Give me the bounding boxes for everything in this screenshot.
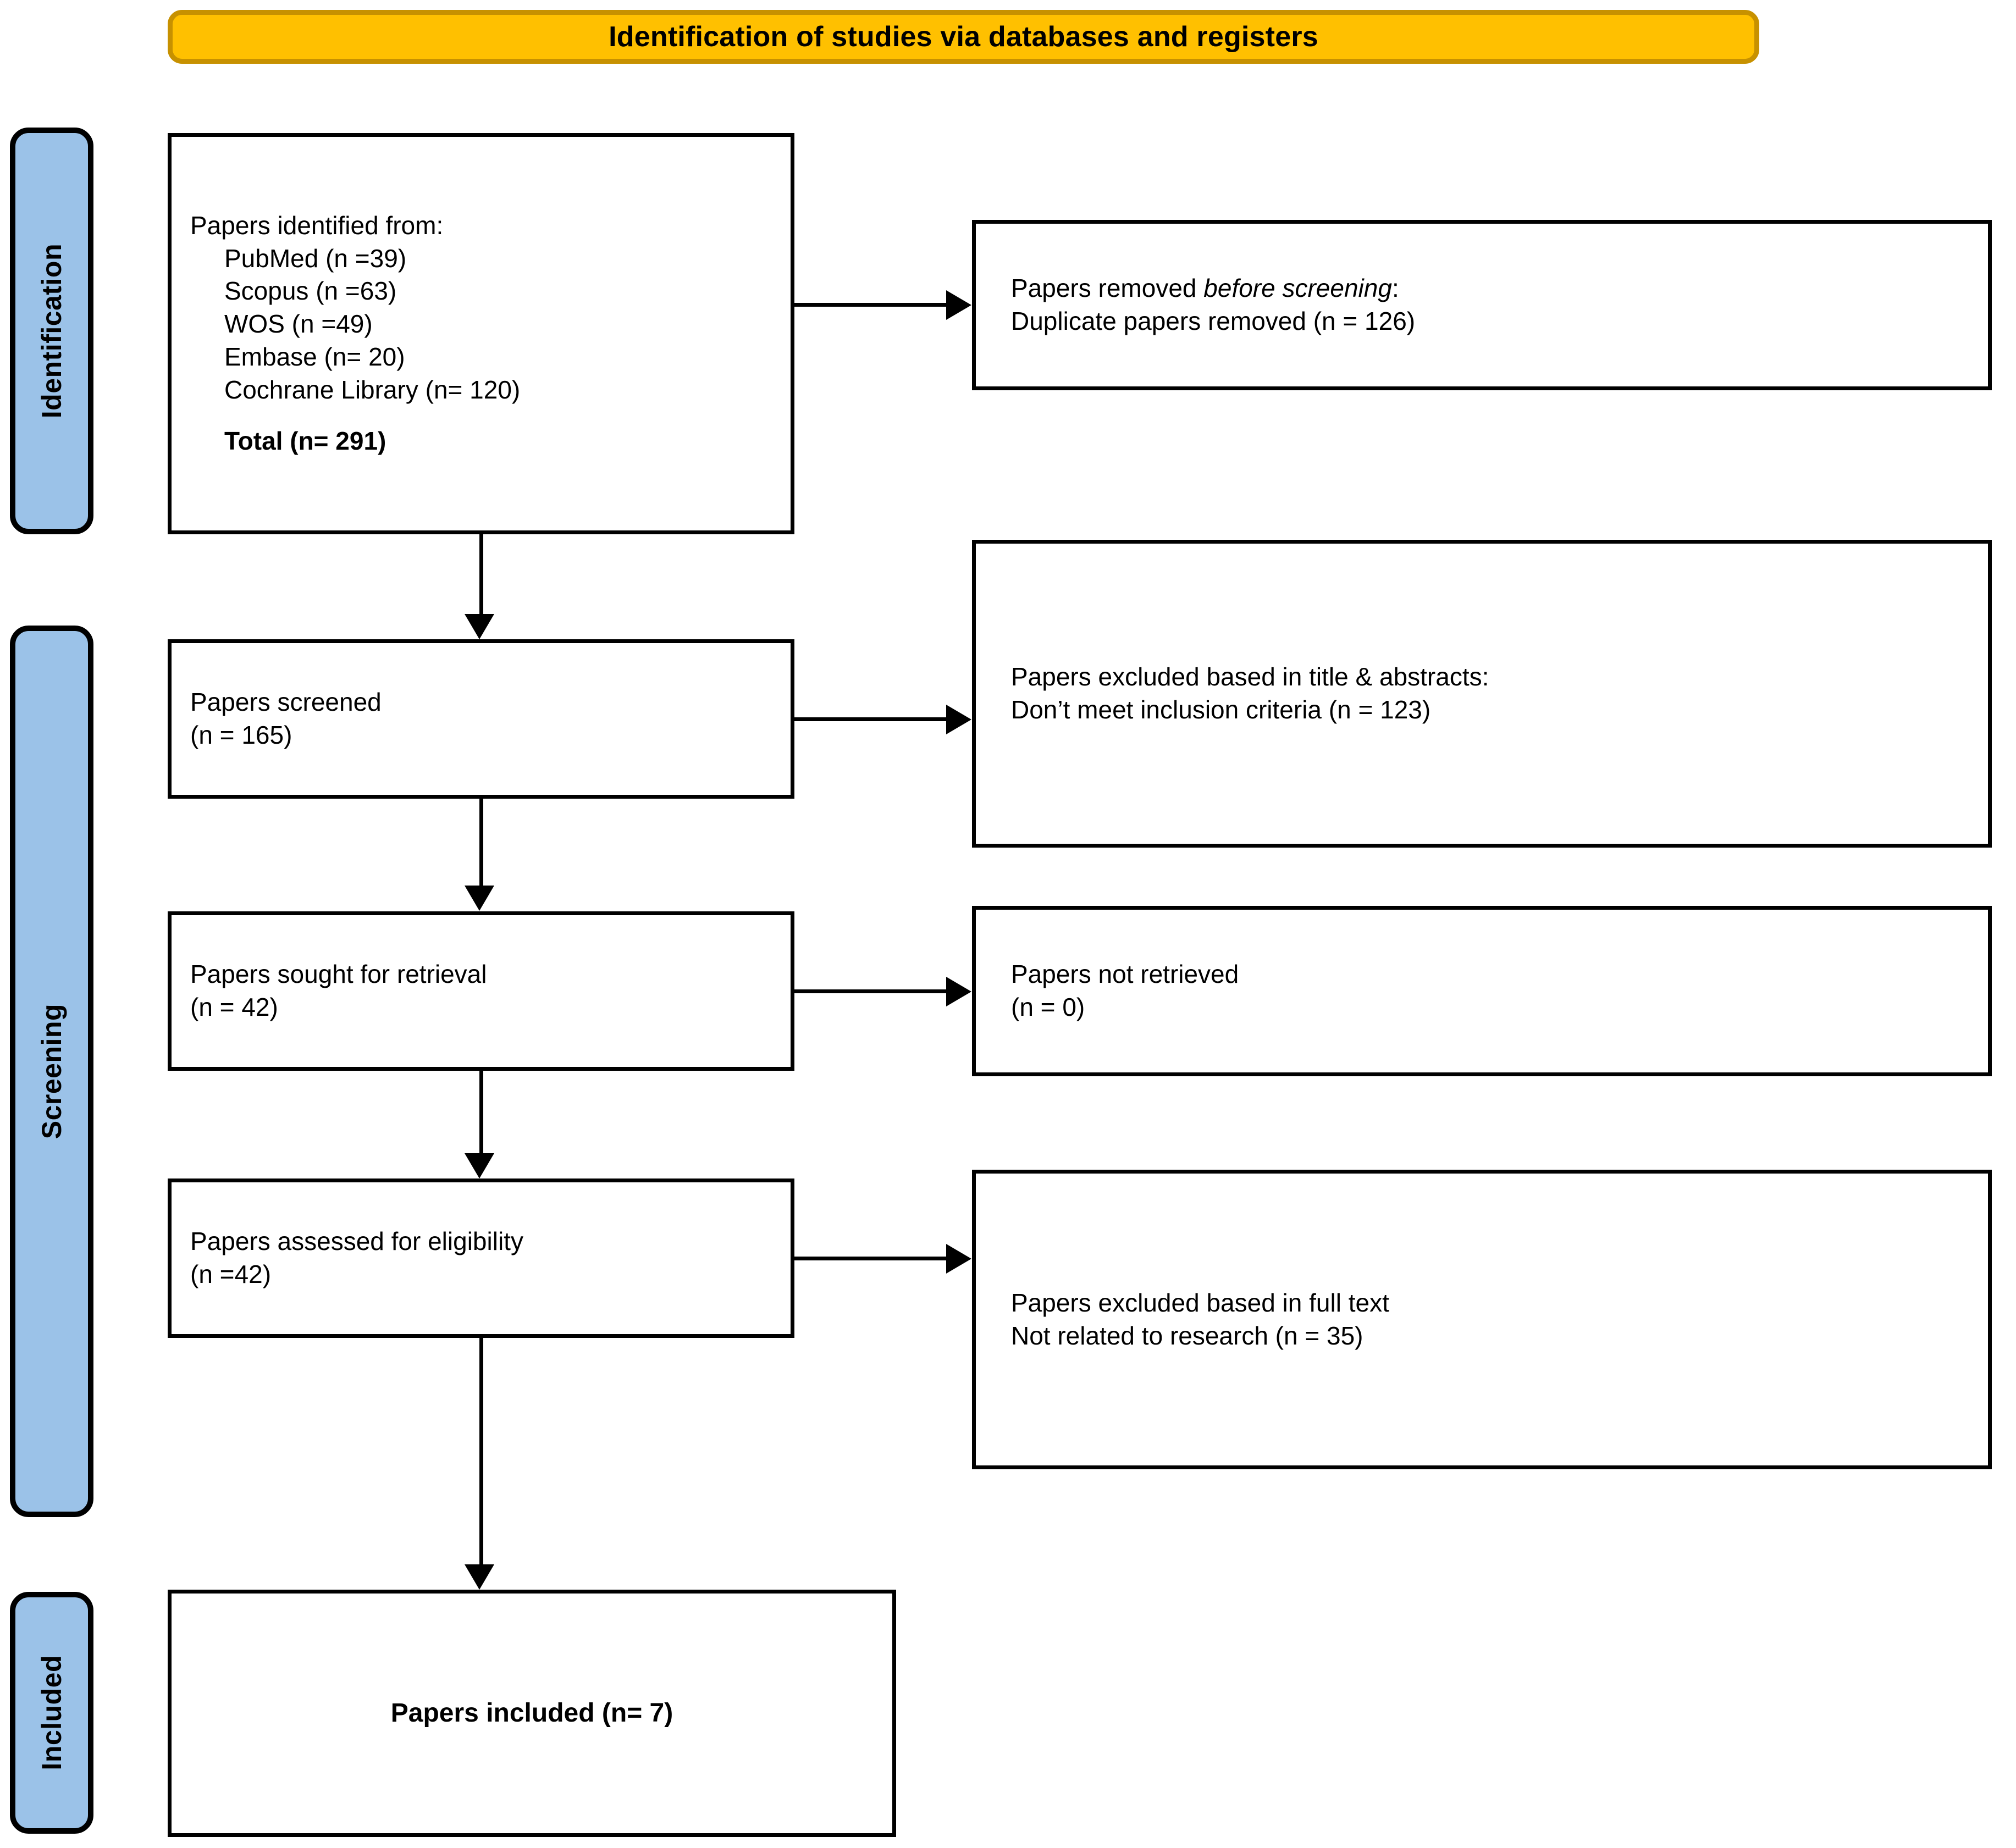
papers-assessed-label: Papers assessed for eligibility: [190, 1227, 523, 1256]
papers-not-retrieved-box: Papers not retrieved (n = 0): [972, 906, 1992, 1076]
papers-excluded-full-text-box: Papers excluded based in full text Not r…: [972, 1170, 1992, 1469]
connector-assessed-to-excludedft-line: [794, 1257, 946, 1260]
connector-screened-to-sought-line: [479, 799, 483, 886]
papers-sought-retrieval-box: Papers sought for retrieval (n = 42): [168, 911, 794, 1071]
connector-identified-to-screened-line: [479, 534, 483, 614]
papers-not-retrieved-label: Papers not retrieved: [1011, 960, 1239, 989]
papers-not-retrieved-count: (n = 0): [1011, 993, 1085, 1021]
papers-assessed-count: (n =42): [190, 1260, 272, 1288]
connector-sought-to-notretrieved-arrow: [946, 977, 971, 1006]
papers-included-box: Papers included (n= 7): [168, 1590, 896, 1837]
connector-screened-to-excluded-arrow: [946, 705, 971, 734]
source-wos: WOS (n =49): [224, 309, 373, 339]
connector-sought-to-notretrieved-line: [794, 989, 946, 993]
papers-removed-heading-suffix: :: [1391, 274, 1399, 303]
papers-removed-heading: Papers removed before screening:: [995, 272, 1969, 305]
papers-excluded-title-abstract-box: Papers excluded based in title & abstrac…: [972, 540, 1992, 848]
identified-spacer: [190, 406, 772, 425]
phase-tab-identification: Identification: [10, 128, 93, 534]
source-cochrane: Cochrane Library (n= 120): [224, 375, 521, 404]
excluded-full-text-heading: Papers excluded based in full text: [1011, 1288, 1389, 1317]
connector-assessed-to-included-arrow: [465, 1564, 494, 1590]
excluded-title-abstract-reason: Don’t meet inclusion criteria (n = 123): [1011, 695, 1431, 724]
connector-identified-to-removed-arrow: [946, 290, 971, 320]
identified-total: Total (n= 291): [224, 427, 386, 456]
connector-assessed-to-included-line: [479, 1338, 483, 1564]
phase-tab-included-label: Included: [36, 1655, 67, 1770]
connector-screened-to-sought-arrow: [465, 886, 494, 911]
source-scopus: Scopus (n =63): [224, 276, 397, 306]
connector-sought-to-assessed-arrow: [465, 1153, 494, 1178]
papers-sought-count: (n = 42): [190, 993, 278, 1021]
papers-identified-header: Papers identified from:: [190, 211, 444, 240]
diagram-header-banner: Identification of studies via databases …: [168, 10, 1759, 64]
diagram-title: Identification of studies via databases …: [609, 21, 1318, 53]
source-embase: Embase (n= 20): [224, 342, 405, 371]
source-pubmed: PubMed (n =39): [224, 244, 407, 273]
papers-removed-box: Papers removed before screening: Duplica…: [972, 220, 1992, 390]
papers-screened-count: (n = 165): [190, 721, 292, 749]
phase-tab-screening-label: Screening: [36, 1003, 67, 1139]
papers-sought-label: Papers sought for retrieval: [190, 960, 487, 989]
papers-removed-heading-emphasis: before screening: [1203, 274, 1392, 303]
excluded-full-text-reason: Not related to research (n = 35): [1011, 1321, 1363, 1350]
connector-screened-to-excluded-line: [794, 717, 946, 721]
phase-tab-identification-label: Identification: [36, 243, 67, 419]
connector-identified-to-removed-line: [794, 303, 946, 307]
papers-screened-box: Papers screened (n = 165): [168, 639, 794, 799]
papers-removed-heading-prefix: Papers removed: [1011, 274, 1204, 303]
duplicate-papers-removed: Duplicate papers removed (n = 126): [1011, 307, 1416, 335]
phase-tab-included: Included: [10, 1592, 93, 1834]
papers-identified-box: Papers identified from: PubMed (n =39) S…: [168, 133, 794, 534]
connector-identified-to-screened-arrow: [465, 614, 494, 639]
papers-screened-label: Papers screened: [190, 688, 382, 717]
connector-sought-to-assessed-line: [479, 1071, 483, 1153]
papers-included-label: Papers included (n= 7): [390, 1698, 673, 1728]
connector-assessed-to-excludedft-arrow: [946, 1244, 971, 1274]
papers-assessed-eligibility-box: Papers assessed for eligibility (n =42): [168, 1178, 794, 1338]
phase-tab-screening: Screening: [10, 626, 93, 1517]
excluded-title-abstract-heading: Papers excluded based in title & abstrac…: [1011, 662, 1489, 691]
